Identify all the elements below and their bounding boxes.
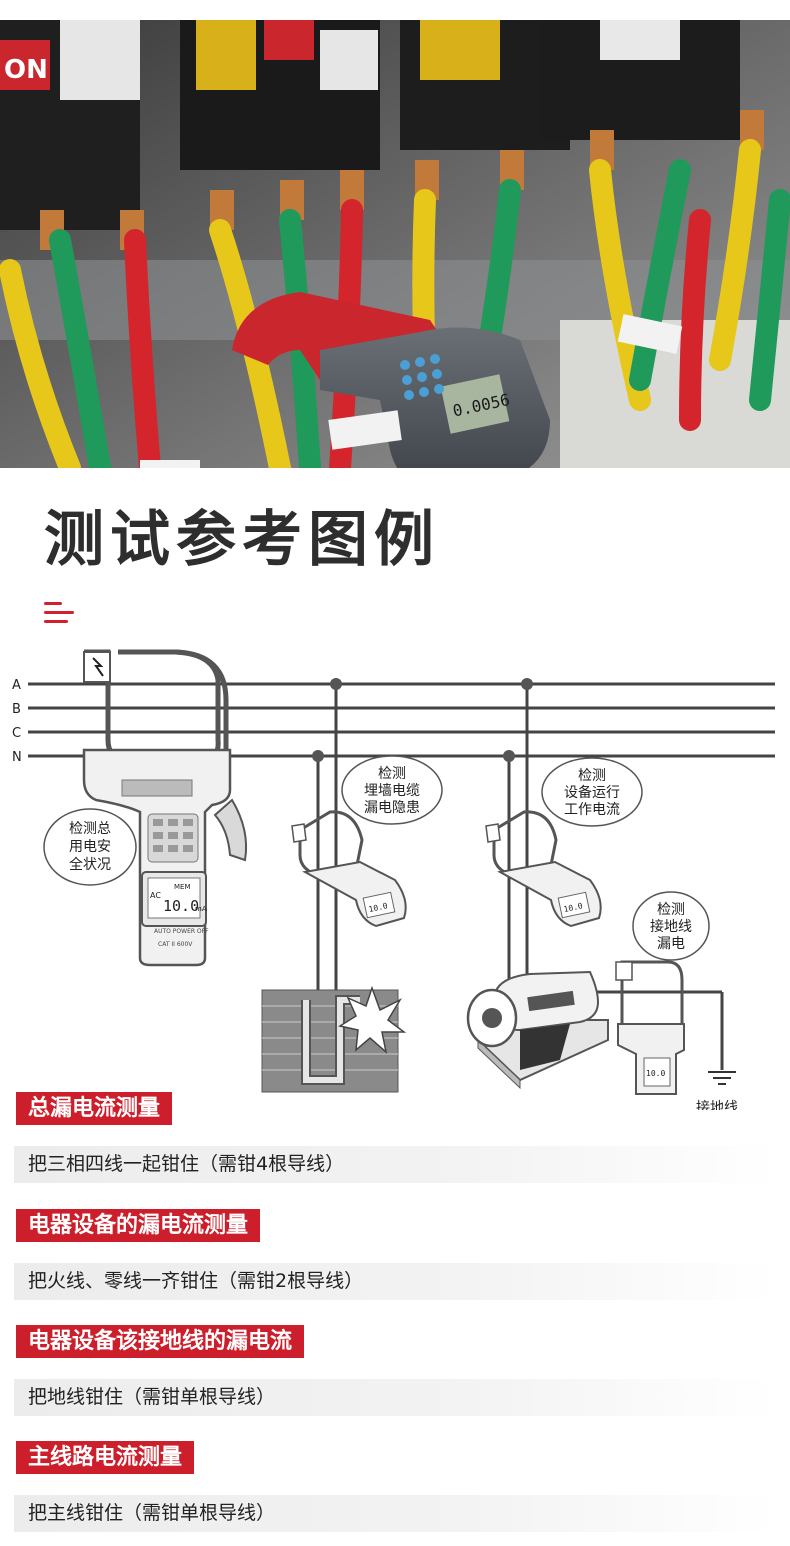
svg-text:漏电隐患: 漏电隐患	[364, 800, 420, 816]
section-title-main-current: 主线路电流测量	[16, 1441, 195, 1474]
product-photo: ON	[0, 20, 790, 468]
bubble-ground: 检测 接地线 漏电	[632, 891, 710, 961]
main-clamp-meter: AC MEM 10.0 mA AUTO POWER OFF CAT II 600…	[82, 649, 248, 967]
svg-text:接地线: 接地线	[650, 918, 692, 935]
bubble-device: 检测 设备运行 工作电流	[541, 757, 643, 827]
svg-text:MEM: MEM	[174, 883, 191, 891]
line-label-c: C	[12, 726, 21, 741]
svg-text:设备运行: 设备运行	[564, 784, 620, 801]
section-title-total-leakage: 总漏电流测量	[16, 1092, 173, 1125]
bubble-wall: 检测 埋墙电缆 漏电隐患	[341, 755, 443, 825]
svg-text:用电安: 用电安	[69, 839, 111, 855]
clamp-meter-on-cables-photo: ON	[0, 20, 790, 468]
wall-clamp-meter: 10.0	[291, 810, 407, 928]
svg-text:检测总: 检测总	[69, 821, 111, 837]
section-desc-device-leakage: 把火线、零线一齐钳住（需钳2根导线）	[14, 1263, 776, 1300]
page-title: 测试参考图例	[44, 505, 440, 575]
svg-text:CAT II 600V: CAT II 600V	[158, 941, 193, 948]
line-label-a: A	[12, 678, 21, 693]
svg-text:漏电: 漏电	[657, 936, 685, 952]
brick-wall	[261, 985, 407, 1093]
section-desc-total-leakage: 把三相四线一起钳住（需钳4根导线）	[14, 1146, 776, 1183]
svg-text:10.0: 10.0	[368, 901, 389, 914]
svg-text:工作电流: 工作电流	[564, 802, 620, 818]
section-title-ground-leakage: 电器设备该接地线的漏电流	[16, 1325, 305, 1358]
line-label-n: N	[12, 750, 22, 765]
ground-label: 接地线	[696, 1099, 738, 1110]
ground-icon	[708, 1071, 736, 1085]
line-label-b: B	[12, 702, 21, 717]
ground-clamp-meter: 10.0	[615, 960, 685, 1095]
svg-text:AUTO POWER OFF: AUTO POWER OFF	[154, 928, 209, 935]
svg-text:检测: 检测	[378, 766, 406, 782]
section-desc-ground-leakage: 把地线钳住（需钳单根导线）	[14, 1379, 776, 1416]
svg-text:10.0: 10.0	[563, 901, 584, 914]
breaker-on-label	[0, 40, 50, 90]
test-diagram: A B C N	[0, 640, 790, 1116]
motor	[466, 970, 609, 1090]
svg-text:mA: mA	[195, 905, 207, 913]
svg-text:10.0: 10.0	[646, 1069, 665, 1078]
svg-text:埋墙电缆: 埋墙电缆	[364, 783, 420, 799]
bubble-total: 检测总 用电安 全状况	[43, 808, 137, 886]
svg-text:AC: AC	[150, 891, 161, 900]
svg-text:ON: ON	[4, 55, 48, 85]
device-clamp-meter: 10.0	[485, 810, 602, 928]
section-title-device-leakage: 电器设备的漏电流测量	[16, 1209, 261, 1242]
svg-text:10.0: 10.0	[163, 897, 199, 915]
menu-icon	[44, 600, 76, 626]
svg-text:检测: 检测	[657, 902, 685, 918]
section-desc-main-current: 把主线钳住（需钳单根导线）	[14, 1495, 776, 1532]
svg-text:检测: 检测	[578, 768, 606, 784]
svg-text:全状况: 全状况	[69, 856, 111, 873]
